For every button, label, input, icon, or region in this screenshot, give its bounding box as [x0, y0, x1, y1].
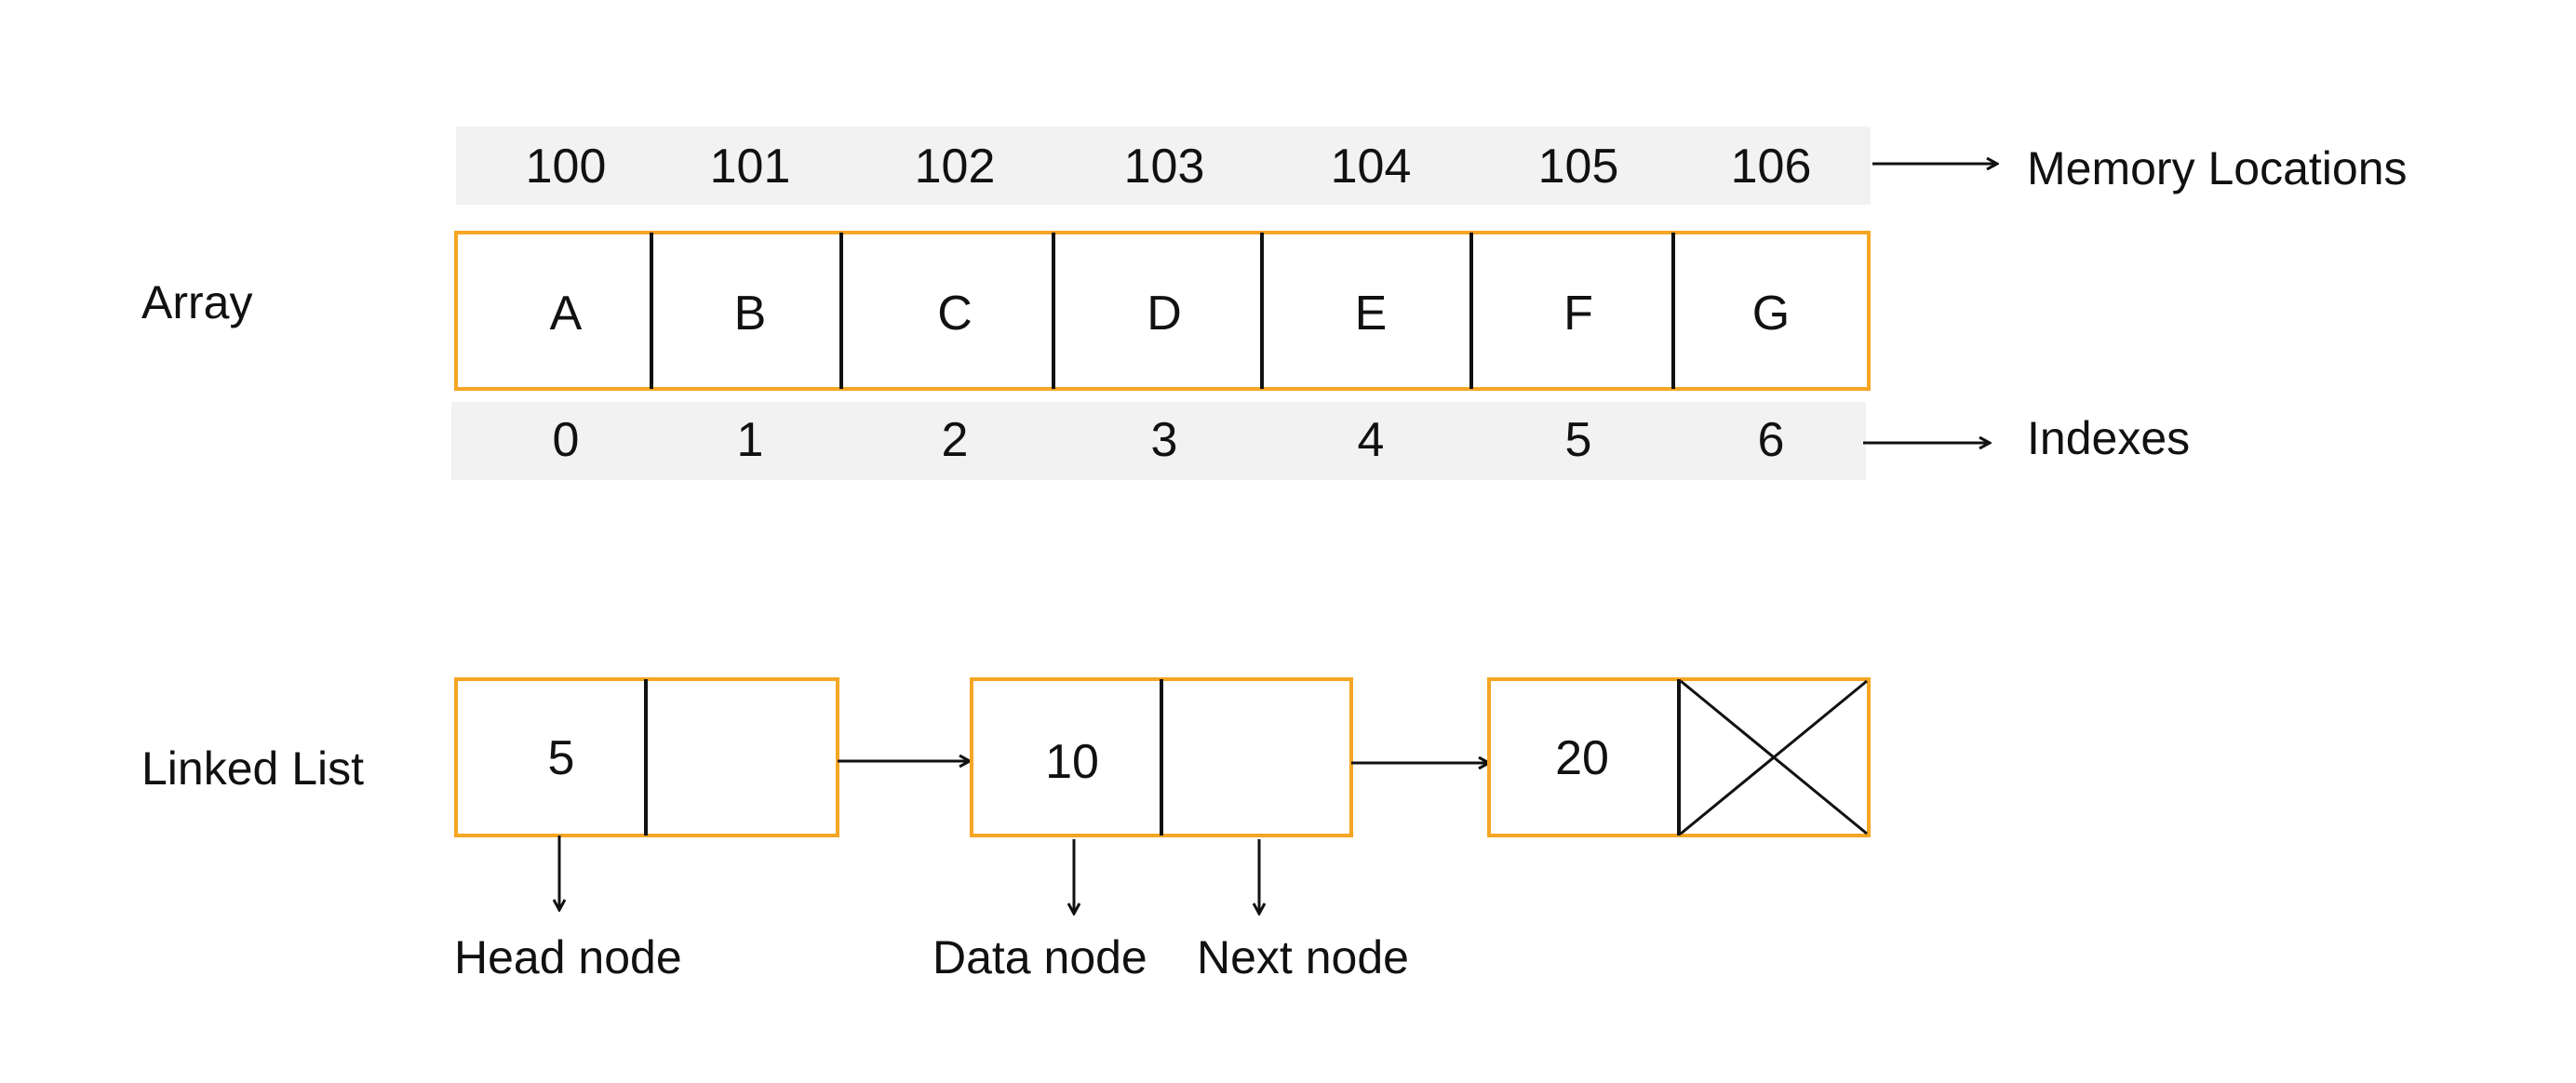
indexes-strip — [451, 402, 1866, 480]
array-index: 3 — [1151, 413, 1178, 467]
array-cell-dividers — [650, 233, 1675, 389]
array-index: 1 — [737, 413, 764, 467]
next-node-label: Next node — [1197, 931, 1409, 983]
array-cell-value: D — [1147, 287, 1182, 341]
memory-location: 100 — [526, 140, 607, 194]
memory-location: 104 — [1331, 140, 1412, 194]
data-node-label: Data node — [932, 931, 1147, 983]
memory-location: 106 — [1731, 140, 1812, 194]
memory-locations: 100 101 102 103 104 105 106 — [526, 140, 1812, 194]
array-index: 5 — [1565, 413, 1592, 467]
array-cell-value: E — [1355, 287, 1388, 341]
linked-list-node-3: 20 — [1487, 677, 1871, 837]
memory-location: 105 — [1538, 140, 1619, 194]
array-label: Array — [141, 276, 252, 328]
array-index: 2 — [942, 413, 969, 467]
array-box — [454, 231, 1871, 391]
array-cell-value: G — [1752, 287, 1790, 341]
array-cell-value: F — [1563, 287, 1593, 341]
array-cell-value: B — [734, 287, 767, 341]
node-data: 20 — [1555, 731, 1609, 785]
array-values: A B C D E F G — [550, 287, 1791, 341]
memory-location: 103 — [1124, 140, 1205, 194]
array-cell-value: C — [937, 287, 973, 341]
node-data: 10 — [1045, 735, 1099, 789]
array-index: 0 — [553, 413, 580, 467]
null-pointer-cross-icon — [1680, 679, 1868, 836]
memory-location: 101 — [710, 140, 791, 194]
array-index: 6 — [1758, 413, 1785, 467]
array-index: 4 — [1358, 413, 1385, 467]
head-node-label: Head node — [454, 931, 682, 983]
linked-list-node-1: 5 — [454, 677, 839, 837]
indexes: 0 1 2 3 4 5 6 — [553, 413, 1785, 467]
indexes-label: Indexes — [2027, 412, 2190, 464]
linked-list-label: Linked List — [141, 742, 364, 795]
linked-list-node-2: 10 — [970, 677, 1353, 837]
node-data: 5 — [548, 731, 575, 785]
memory-locations-label: Memory Locations — [2027, 142, 2408, 194]
memory-locations-strip — [456, 127, 1871, 205]
memory-location: 102 — [915, 140, 996, 194]
array-cell-value: A — [550, 287, 583, 341]
